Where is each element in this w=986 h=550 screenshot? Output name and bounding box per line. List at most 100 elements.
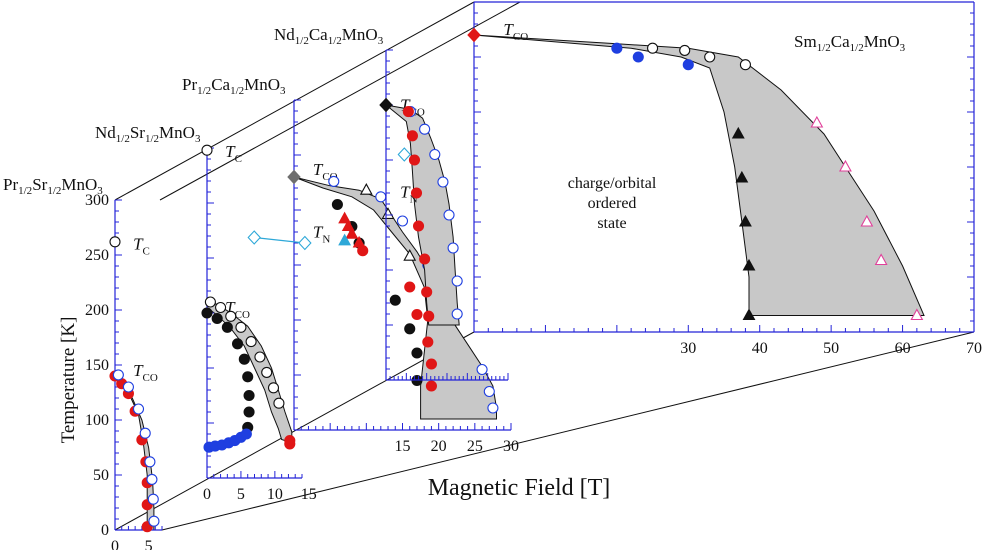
y-tick-label-300: 300	[85, 192, 109, 209]
depth-line-0	[114, 331, 475, 531]
phase-region-4	[473, 34, 925, 316]
point-1-3-1	[284, 438, 296, 450]
point-4-3-1	[735, 170, 749, 183]
depth-line-3	[159, 1, 521, 201]
x-tick-label-2-15: 15	[395, 438, 411, 455]
point-2-5-1	[404, 281, 416, 293]
point-1-2-6	[240, 428, 252, 440]
point-2-5-2	[411, 308, 423, 321]
point-1-0-8	[267, 382, 280, 394]
point-3-2-5	[419, 253, 431, 265]
point-4-1-3	[739, 59, 751, 71]
depth-line-1	[161, 331, 975, 531]
point-3-1-5	[447, 242, 459, 254]
point-0-2-4	[144, 456, 156, 468]
point-3-2-6	[421, 286, 433, 298]
x-tick-label-2-20: 20	[431, 438, 447, 455]
point-1-0-1	[204, 296, 216, 308]
point-4-1-1	[679, 44, 691, 56]
point-4-3-3	[742, 258, 756, 271]
point-1-1-5	[242, 371, 254, 383]
point-3-3-0	[397, 147, 412, 162]
x-tick-label-4-70: 70	[966, 340, 982, 357]
transition-label-4-0: TCO	[503, 20, 528, 43]
point-2-3-3	[389, 294, 401, 306]
compound-name-1: Nd1/2Sr1/2MnO3	[95, 123, 201, 145]
x-tick-label-1-15: 15	[301, 486, 317, 503]
point-3-1-2	[429, 148, 441, 161]
point-3-2-2	[408, 154, 421, 166]
x-axis-label: Magnetic Field [T]	[428, 475, 611, 501]
point-0-2-0	[112, 369, 124, 381]
point-1-1-3	[231, 338, 244, 350]
point-2-3-5	[411, 347, 423, 359]
point-2-2-1	[381, 207, 395, 219]
y-tick-label-100: 100	[85, 412, 109, 429]
point-2-0-0	[287, 169, 301, 185]
point-0-2-1	[122, 381, 134, 393]
transition-label-1-0: TC	[225, 142, 242, 165]
point-4-0-0	[467, 27, 481, 43]
transition-label-0-0: TC	[133, 235, 150, 258]
y-axis-label: Temperature [K]	[58, 317, 79, 444]
point-4-4-3	[874, 253, 888, 266]
point-2-1-7	[487, 402, 499, 414]
point-0-2-7	[148, 515, 160, 527]
point-1-1-7	[243, 406, 255, 418]
point-2-5-0	[357, 245, 369, 257]
point-4-2-1	[632, 51, 644, 63]
x-tick-label-0-0: 0	[111, 538, 119, 550]
point-2-4-0	[338, 211, 352, 224]
point-1-0-2	[215, 301, 227, 314]
point-1-1-1	[211, 312, 223, 325]
point-4-1-0	[647, 42, 659, 54]
point-4-2-0	[611, 42, 623, 54]
point-1-1-6	[243, 389, 255, 402]
point-3-2-7	[423, 310, 435, 322]
point-2-5-5	[425, 380, 437, 392]
point-2-4-1	[341, 219, 355, 232]
point-4-1-2	[704, 51, 716, 63]
x-tick-label-2-25: 25	[467, 438, 483, 455]
x-tick-label-4-50: 50	[823, 340, 839, 357]
transition-label-0-1: TCO	[133, 361, 158, 384]
point-3-2-0	[402, 106, 414, 118]
point-3-2-4	[412, 220, 425, 232]
point-0-2-6	[147, 493, 159, 505]
point-1-0-5	[245, 336, 257, 348]
annotations: Temperature [K] Magnetic Field [T] charg…	[58, 175, 657, 501]
compound-name-0: Pr1/2Sr1/2MnO3	[3, 175, 103, 197]
x-tick-label-0-5: 5	[145, 538, 153, 550]
y-tick-label-200: 200	[85, 302, 109, 319]
point-4-3-0	[731, 126, 745, 139]
y-tick-label-0: 0	[101, 522, 109, 539]
point-1-0-7	[261, 366, 273, 378]
y-tick-label-150: 150	[85, 357, 109, 374]
point-3-2-3	[410, 187, 423, 199]
point-1-0-9	[273, 397, 285, 409]
point-3-1-3	[437, 176, 449, 188]
x-tick-label-4-40: 40	[752, 340, 768, 357]
point-3-0-0	[379, 97, 393, 113]
point-0-2-5	[146, 473, 158, 485]
point-2-5-3	[422, 336, 434, 348]
x-tick-label-1-0: 0	[203, 486, 211, 503]
x-tick-label-4-30: 30	[680, 340, 696, 357]
y-tick-label-250: 250	[85, 247, 109, 264]
point-2-2-0	[359, 183, 373, 195]
point-1-1-4	[238, 353, 250, 365]
point-4-3-2	[738, 214, 752, 227]
point-1-0-3	[225, 310, 237, 322]
point-2-1-0	[328, 175, 340, 187]
point-1-1-0	[201, 307, 213, 319]
point-0-2-2	[132, 403, 145, 415]
series-line-2-6	[254, 236, 305, 244]
point-1-0-0	[201, 144, 213, 156]
point-4-2-2	[682, 59, 694, 71]
x-tick-label-2-30: 30	[503, 438, 519, 455]
point-1-0-6	[254, 351, 266, 363]
point-3-1-6	[451, 275, 463, 287]
